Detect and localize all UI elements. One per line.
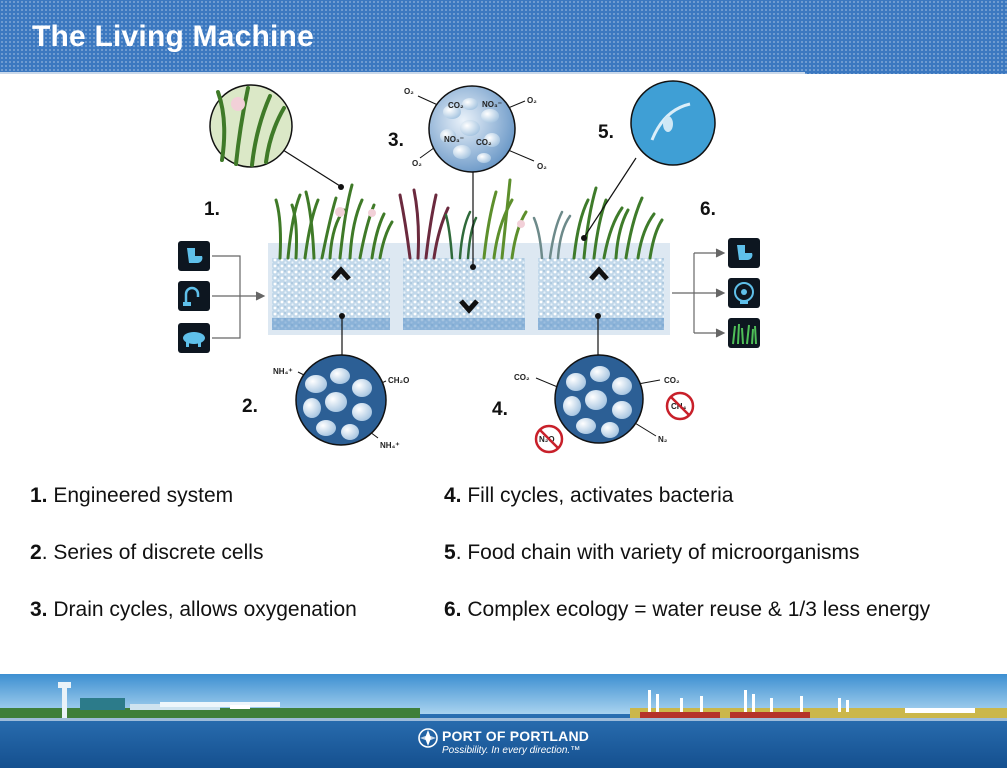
slide-title: The Living Machine — [32, 20, 314, 53]
pig-icon — [178, 323, 210, 353]
svg-text:N₂O: N₂O — [539, 435, 555, 444]
magnifier-oxygenation: O₂ CO₂ NO₃⁻ O₂ NO₃⁻ CO₂ O₂ O₂ — [404, 85, 547, 270]
input-icons — [178, 241, 210, 353]
treatment-cells — [268, 243, 670, 335]
fan-icon — [728, 278, 760, 308]
compass-logo-icon — [418, 728, 438, 748]
title-rule — [0, 72, 805, 74]
toilet-icon — [728, 238, 760, 268]
flow-arrows — [331, 266, 609, 314]
callout-5: 5. — [598, 122, 614, 143]
no-nitrous-oxide-icon: N₂O — [534, 424, 564, 454]
brand-name: PORT OF PORTLAND — [442, 728, 590, 744]
wetland-plants — [274, 178, 664, 260]
legend-item: 1. Engineered system — [30, 484, 234, 507]
svg-text:CH₂O: CH₂O — [388, 376, 409, 385]
footer-banner — [0, 674, 1007, 768]
legend-item: 4. Fill cycles, activates bacteria — [444, 484, 734, 507]
legend-item: 5. Food chain with variety of microorgan… — [444, 541, 860, 564]
svg-text:NO₃⁻: NO₃⁻ — [444, 135, 464, 144]
living-machine-diagram: O₂ CO₂ NO₃⁻ O₂ NO₃⁻ CO₂ O₂ O₂ NH₄⁺ CH₂O … — [178, 80, 760, 454]
legend-item: 2. Series of discrete cells — [30, 541, 264, 564]
faucet-icon — [178, 281, 210, 311]
no-methane-icon: CH₄ — [665, 391, 695, 421]
svg-text:N₂: N₂ — [658, 435, 668, 444]
title-bar — [0, 0, 1007, 74]
down-arrow-icon — [459, 299, 479, 314]
svg-text:NH₄⁺: NH₄⁺ — [273, 367, 293, 376]
svg-text:CO₂: CO₂ — [664, 376, 680, 385]
up-arrow-icon — [589, 266, 609, 281]
callout-2: 2. — [242, 396, 258, 417]
output-icons — [728, 238, 760, 348]
svg-text:O₂: O₂ — [537, 162, 547, 171]
magnifier-cells: NH₄⁺ CH₂O NH₄⁺ — [273, 313, 409, 450]
input-pipes — [212, 255, 266, 339]
svg-text:CO₂: CO₂ — [476, 138, 492, 147]
toilet-icon — [178, 241, 210, 271]
magnifier-microorganisms — [581, 80, 716, 241]
callout-3: 3. — [388, 130, 404, 151]
svg-text:O₂: O₂ — [527, 96, 537, 105]
svg-text:O₂: O₂ — [404, 87, 414, 96]
callout-4: 4. — [492, 399, 508, 420]
brand-tagline: Possibility. In every direction.™ — [442, 745, 581, 756]
up-arrow-icon — [331, 266, 351, 281]
callout-1: 1. — [204, 199, 220, 220]
magnifier-plants — [209, 84, 344, 190]
grass-icon — [728, 318, 760, 348]
legend-item: 3. Drain cycles, allows oxygenation — [30, 598, 357, 621]
port-skyline — [630, 690, 1007, 718]
output-pipes — [672, 248, 726, 338]
magnifier-bacteria: CO₂ CO₂ N₂ CH₄ N₂O — [514, 313, 695, 454]
svg-text:NH₄⁺: NH₄⁺ — [380, 441, 400, 450]
legend-item: 6. Complex ecology = water reuse & 1/3 l… — [444, 598, 931, 621]
callout-6: 6. — [700, 199, 716, 220]
airport-skyline — [0, 682, 1007, 721]
svg-text:O₂: O₂ — [412, 159, 422, 168]
svg-text:CO₂: CO₂ — [448, 101, 464, 110]
svg-text:CO₂: CO₂ — [514, 373, 530, 382]
svg-text:NO₃⁻: NO₃⁻ — [482, 100, 502, 109]
